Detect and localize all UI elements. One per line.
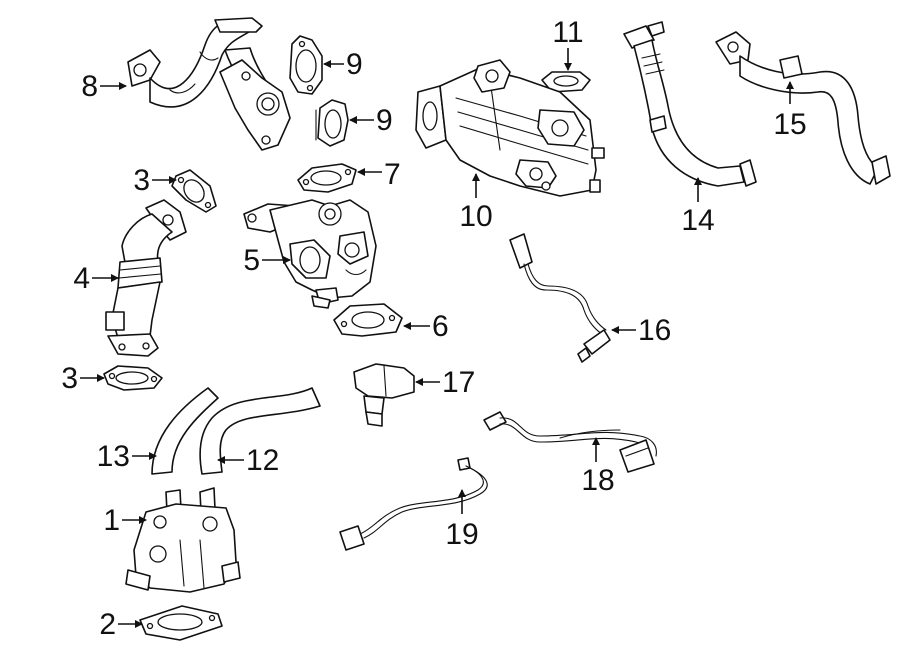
part-19-vacuum-line	[339, 457, 488, 551]
callout-9-upper: 9	[346, 48, 363, 81]
callout-4: 4	[73, 262, 90, 295]
callout-13: 13	[97, 440, 130, 473]
callout-8: 8	[81, 70, 98, 103]
callout-numbers: 8 9 9 3 7 4 5 6 3 11 10 14 15 16 17 13 1…	[61, 16, 806, 641]
part-9-gasket-lower	[315, 99, 349, 147]
callout-9-lower: 9	[376, 104, 393, 137]
part-2-gasket	[139, 605, 223, 641]
callout-18: 18	[581, 464, 614, 497]
part-9-gasket-upper	[289, 35, 323, 95]
callout-5: 5	[243, 244, 260, 277]
callout-2: 2	[99, 608, 116, 641]
callout-11: 11	[552, 16, 583, 49]
callout-12: 12	[246, 444, 279, 477]
part-3-gasket-upper	[171, 169, 217, 213]
callout-14: 14	[681, 204, 714, 237]
callout-1: 1	[103, 504, 120, 537]
callout-19: 19	[445, 518, 478, 551]
part-13-hose	[151, 387, 219, 475]
part-10-egr-cooler	[415, 59, 605, 197]
callout-7: 7	[384, 158, 401, 191]
part-14-coolant-tube	[623, 21, 757, 187]
callout-17: 17	[442, 366, 475, 399]
part-4-egr-tube	[105, 199, 187, 357]
part-8-egr-pipe	[127, 17, 291, 151]
part-16-sensor	[509, 233, 611, 363]
callout-16: 16	[638, 314, 671, 347]
part-1-egr-valve-assembly	[125, 487, 241, 593]
part-3-gasket-lower	[103, 365, 163, 391]
part-7-gasket	[297, 163, 357, 193]
part-18-wiring-harness	[483, 411, 657, 473]
callout-15: 15	[773, 108, 806, 141]
part-6-gasket	[333, 303, 403, 337]
callout-6: 6	[432, 310, 449, 343]
callout-10: 10	[459, 200, 492, 233]
leader-lines	[80, 48, 794, 628]
callout-3-upper: 3	[133, 164, 150, 197]
part-5-egr-valve	[243, 199, 377, 309]
callout-3-lower: 3	[61, 362, 78, 395]
part-12-hose	[199, 387, 321, 475]
part-17-pressure-sensor	[353, 363, 415, 427]
part-15-coolant-hose	[715, 31, 891, 185]
